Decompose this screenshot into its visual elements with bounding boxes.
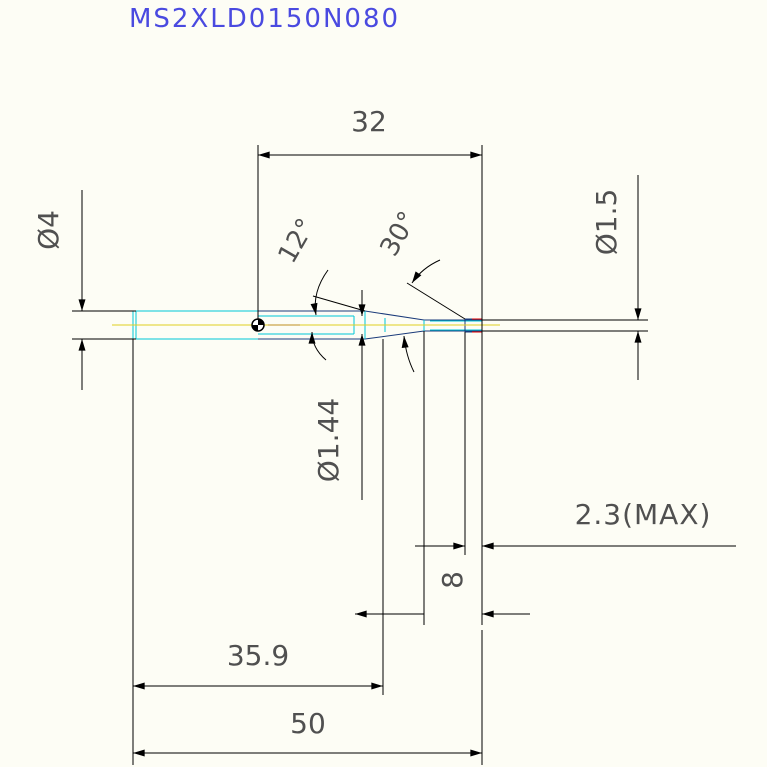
dimension-labels: 32 50 35.9 2.3(MAX) 8 Ø4 Ø1.5 Ø1.44 12° …	[32, 105, 712, 740]
dim-label-max: 2.3(MAX)	[575, 498, 712, 531]
dim-label-d1-44: Ø1.44	[312, 398, 345, 482]
dim-label-angle-12: 12°	[273, 214, 322, 269]
dim-label-d1-5: Ø1.5	[590, 189, 623, 256]
angle-arc-30-lower	[401, 335, 415, 373]
angle-arc-12	[310, 269, 329, 316]
dim-label-8: 8	[436, 571, 469, 589]
angle-arc-12-lower	[308, 331, 327, 361]
shank-outline	[132, 310, 258, 340]
dim-label-angle-30: 30°	[375, 207, 424, 262]
extension-lines	[72, 145, 648, 765]
dim-label-50: 50	[290, 707, 326, 740]
angle-arc-30	[411, 259, 441, 284]
part-number-title: MS2XLD0150N080	[129, 4, 400, 34]
dim-label-35-9: 35.9	[227, 639, 289, 672]
dim-label-d4: Ø4	[32, 210, 65, 250]
dimension-lines	[78, 151, 736, 757]
dim-label-32: 32	[351, 105, 387, 138]
tool-outline	[112, 310, 500, 340]
center-mark-fill	[252, 319, 264, 331]
